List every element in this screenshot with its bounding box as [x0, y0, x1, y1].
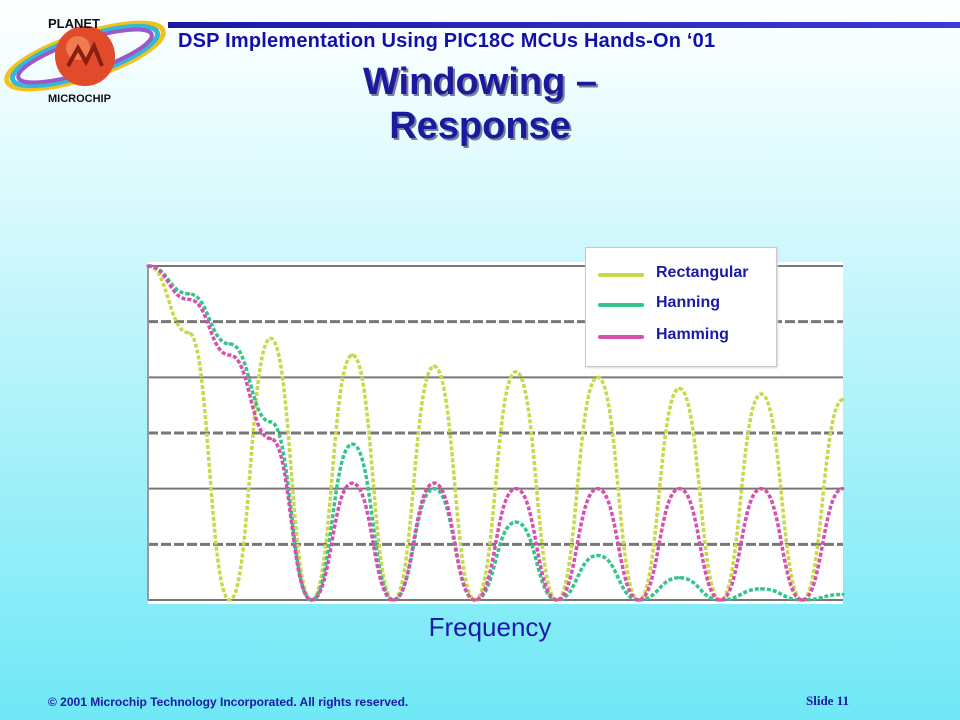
data-point-hamming — [759, 487, 763, 491]
legend-label-hanning: Hanning — [656, 294, 720, 311]
slide-number: Slide 11 — [806, 693, 849, 708]
data-point-rectangular — [841, 398, 845, 402]
data-point-rectangular — [350, 353, 354, 357]
data-point-hamming — [350, 481, 354, 485]
data-point-rectangular — [514, 370, 518, 374]
series-group — [146, 264, 845, 602]
data-point-hanning — [432, 487, 436, 491]
slide-title-line-2: Response — [389, 105, 571, 147]
legend-label-rectangular: Rectangular — [656, 264, 749, 281]
data-point-hamming — [596, 487, 600, 491]
data-point-hamming — [637, 598, 641, 602]
data-point-rectangular — [187, 331, 191, 335]
data-point-hamming — [514, 487, 518, 491]
copyright-text: © 2001 Microchip Technology Incorporated… — [48, 695, 409, 709]
slide-title-line-1: Windowing – — [363, 61, 597, 103]
data-point-hamming — [555, 598, 559, 602]
data-point-hamming — [473, 598, 477, 602]
chart-legend: Rectangular Hanning Hamming — [585, 247, 777, 367]
data-point-hamming — [800, 598, 804, 602]
series-line-hamming — [147, 264, 844, 602]
legend-swatch-rectangular — [598, 273, 644, 277]
data-point-hamming — [718, 598, 722, 602]
data-point-hamming — [187, 297, 191, 301]
data-point-hamming — [841, 487, 845, 491]
data-point-rectangular — [596, 375, 600, 379]
data-point-rectangular — [759, 392, 763, 396]
data-point-hamming — [677, 487, 681, 491]
data-point-hanning — [187, 292, 191, 296]
data-point-hamming — [146, 264, 150, 268]
data-point-hanning — [596, 553, 600, 557]
data-point-hamming — [269, 437, 273, 441]
legend-swatch-hamming — [598, 335, 644, 339]
data-point-hamming — [228, 353, 232, 357]
header-bar — [168, 22, 960, 28]
planet-microchip-logo: PLANET MICROCHIP — [4, 16, 166, 105]
data-point-hanning — [759, 587, 763, 591]
data-point-hanning — [514, 520, 518, 524]
presentation-title: DSP Implementation Using PIC18C MCUs Han… — [178, 30, 716, 52]
data-point-hamming — [432, 481, 436, 485]
data-point-rectangular — [269, 336, 273, 340]
data-point-hanning — [269, 420, 273, 424]
logo-text-top: PLANET — [48, 16, 100, 31]
window-response-chart — [146, 262, 845, 604]
data-point-rectangular — [228, 598, 232, 602]
data-point-hanning — [228, 342, 232, 346]
data-point-rectangular — [432, 364, 436, 368]
x-axis-label: Frequency — [428, 612, 552, 642]
slide-title: Windowing – Response — [300, 60, 660, 148]
data-point-rectangular — [677, 386, 681, 390]
data-point-hanning — [677, 576, 681, 580]
data-point-hanning — [841, 592, 845, 596]
logo-text-bottom: MICROCHIP — [48, 93, 111, 105]
legend-label-hamming: Hamming — [656, 326, 729, 343]
legend-swatch-hanning — [598, 303, 644, 307]
data-point-hamming — [310, 598, 314, 602]
data-point-hanning — [350, 442, 354, 446]
data-point-hamming — [391, 598, 395, 602]
